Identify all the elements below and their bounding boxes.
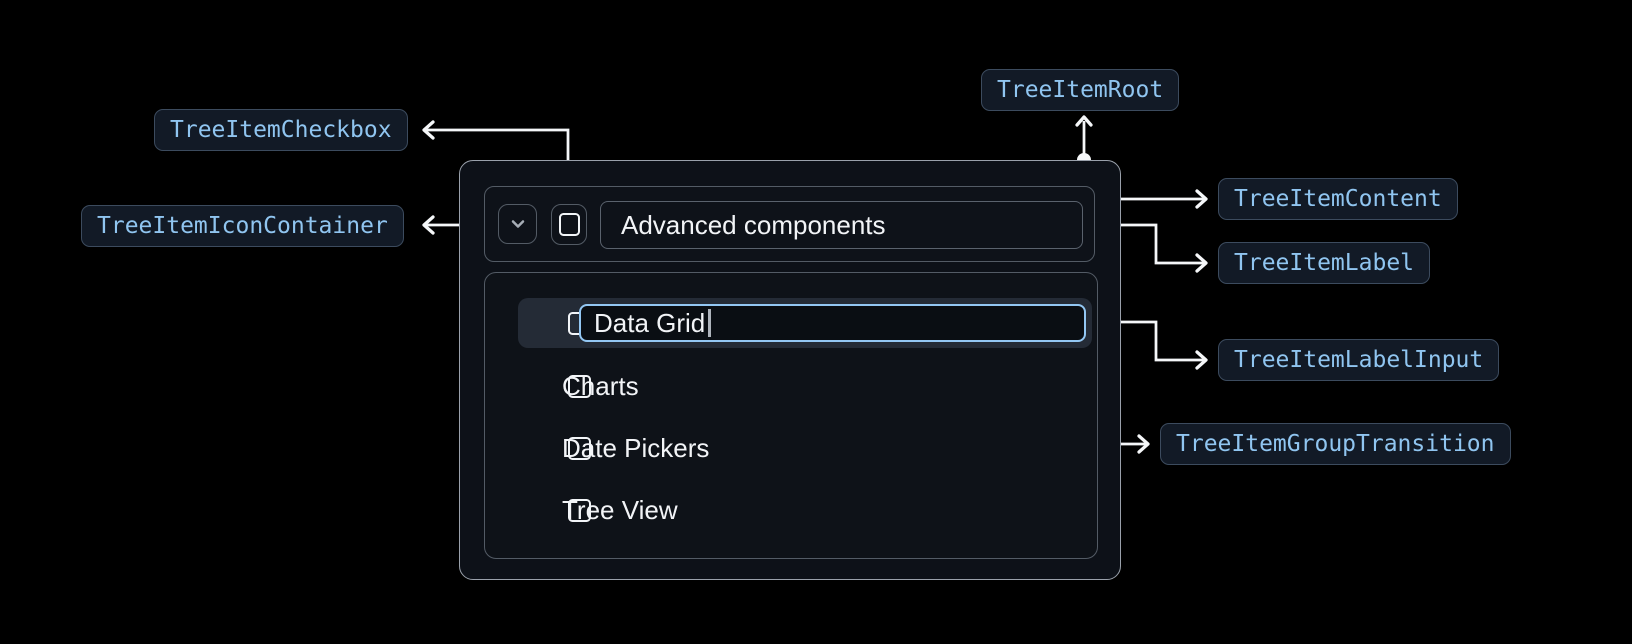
chevron-down-icon bbox=[511, 220, 524, 228]
tree-item-label[interactable]: Advanced components bbox=[600, 201, 1083, 249]
tree-item-group-transition: Data Grid Charts Date Pickers Tree View bbox=[484, 272, 1098, 559]
label-input-value: Data Grid bbox=[594, 307, 706, 338]
tree-item-icon-container[interactable] bbox=[498, 204, 537, 244]
text-cursor bbox=[708, 309, 711, 337]
anatomy-label-tree-item-root: TreeItemRoot bbox=[981, 69, 1180, 111]
anatomy-label-tree-item-label: TreeItemLabel bbox=[1218, 242, 1431, 284]
tree-item-row[interactable]: Date Pickers bbox=[518, 425, 1092, 471]
anatomy-label-tree-item-group-transition: TreeItemGroupTransition bbox=[1160, 423, 1511, 465]
tree-item-row[interactable]: Charts bbox=[518, 363, 1092, 409]
checkbox-icon[interactable] bbox=[568, 374, 591, 398]
tree-item-row[interactable]: Tree View bbox=[518, 487, 1092, 533]
anatomy-label-tree-item-label-input: TreeItemLabelInput bbox=[1218, 339, 1500, 381]
tree-item-checkbox[interactable] bbox=[551, 204, 587, 245]
checkbox-unchecked-icon bbox=[558, 213, 580, 236]
tree-item-root: Advanced components Data Grid Charts Dat… bbox=[459, 160, 1121, 580]
tree-item-content[interactable]: Advanced components bbox=[484, 186, 1095, 262]
checkbox-icon[interactable] bbox=[568, 498, 591, 522]
anatomy-label-tree-item-icon-container: TreeItemIconContainer bbox=[81, 205, 404, 247]
tree-item-label-input[interactable]: Data Grid bbox=[579, 304, 1086, 342]
parent-item-label: Advanced components bbox=[621, 209, 886, 240]
tree-item-row-editing[interactable]: Data Grid bbox=[518, 298, 1092, 348]
anatomy-label-tree-item-content: TreeItemContent bbox=[1218, 178, 1458, 220]
anatomy-label-tree-item-checkbox: TreeItemCheckbox bbox=[154, 109, 408, 151]
checkbox-icon[interactable] bbox=[568, 436, 591, 460]
